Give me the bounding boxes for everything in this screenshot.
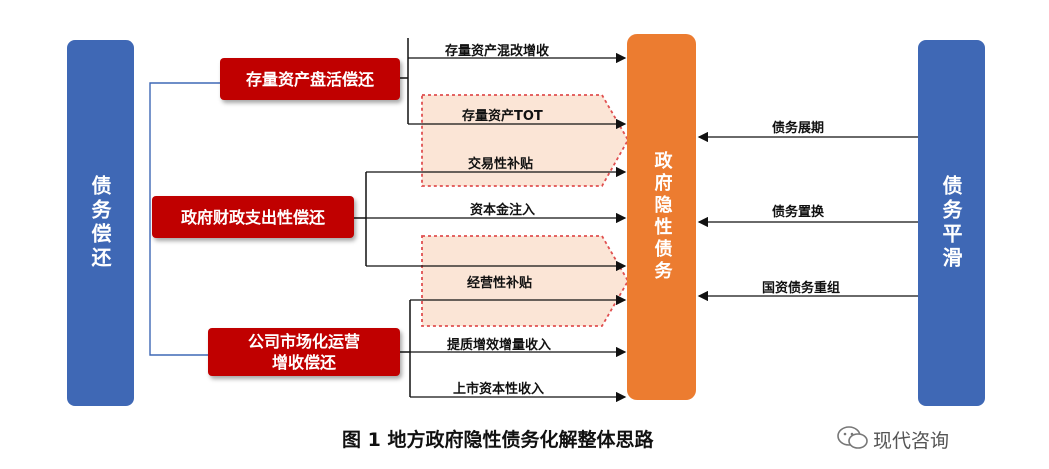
arrow-label-1: 存量资产混改增收	[445, 44, 550, 59]
arrow-label-2: 存量资产TOT	[462, 109, 543, 124]
right-arrow-label-1: 债务展期	[772, 121, 825, 136]
arrow-label-5: 经营性补贴	[467, 276, 533, 291]
figure-caption: 图 1 地方政府隐性债务化解整体思路	[342, 429, 654, 451]
wechat-icon	[836, 425, 870, 451]
group-box-fiscal-expenditure: 政府财政支出性偿还	[152, 196, 354, 238]
arrow-label-3: 交易性补贴	[468, 157, 534, 172]
dotted-arrow-shape-1	[421, 94, 630, 187]
arrow-label-4: 资本金注入	[470, 203, 536, 218]
right-arrow-label-2: 债务置换	[772, 205, 825, 220]
dotted-arrow-shape-2	[421, 235, 630, 327]
right-bar-debt-smoothing: 债务平滑	[918, 40, 985, 406]
arrow-label-6: 提质增效增量收入	[447, 338, 552, 353]
group-box-market-operation: 公司市场化运营增收偿还	[208, 328, 400, 376]
right-arrow-label-3: 国资债务重组	[762, 281, 841, 296]
group-box-asset-revitalization: 存量资产盘活偿还	[220, 58, 400, 100]
left-bar-debt-repayment: 债务偿还	[67, 40, 134, 406]
center-box-implicit-debt: 政府隐性债务	[627, 34, 696, 400]
watermark-text: 现代咨询	[873, 430, 950, 452]
arrow-label-7: 上市资本性收入	[453, 382, 545, 397]
